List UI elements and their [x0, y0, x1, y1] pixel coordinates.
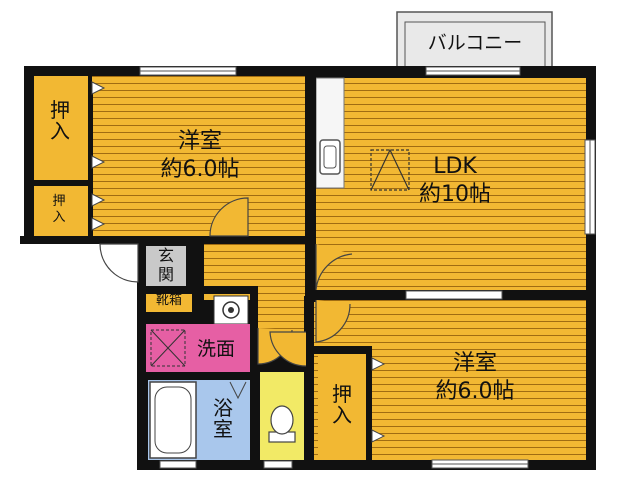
genkan [146, 246, 186, 288]
western-room-1 [92, 76, 305, 236]
door-swing [315, 244, 353, 291]
toilet-bowl [270, 405, 294, 435]
western-room-1-label: 洋室 約6.0帖 [160, 129, 240, 182]
bath-label: 浴 室 [213, 396, 233, 441]
door-swing [315, 300, 351, 343]
door-swing [99, 243, 139, 283]
window [263, 460, 293, 469]
ldk-label: LDK 約10帖 [419, 154, 491, 207]
washroom-label: 洗面 [196, 338, 235, 360]
closet-bottom [318, 354, 366, 458]
shoebox [146, 290, 192, 312]
genkan-label: 玄 関 [157, 246, 174, 285]
window [159, 460, 197, 469]
stove-symbol [370, 149, 410, 191]
closet-small [34, 186, 88, 236]
closet-bottom-label: 押 入 [332, 382, 352, 427]
door-swing [269, 331, 307, 367]
western-room-2-label: 洋室 約6.0帖 [435, 351, 515, 404]
door-swing [209, 197, 249, 237]
washroom [146, 324, 250, 372]
window [405, 290, 503, 300]
ldk-room [316, 78, 586, 290]
shoebox-label: 靴箱 [155, 293, 182, 308]
closet-small-label: 押 入 [52, 194, 66, 226]
closet-top [34, 76, 88, 180]
closet-top-label: 押 入 [50, 98, 70, 143]
balcony-label: バルコニー [427, 32, 523, 54]
